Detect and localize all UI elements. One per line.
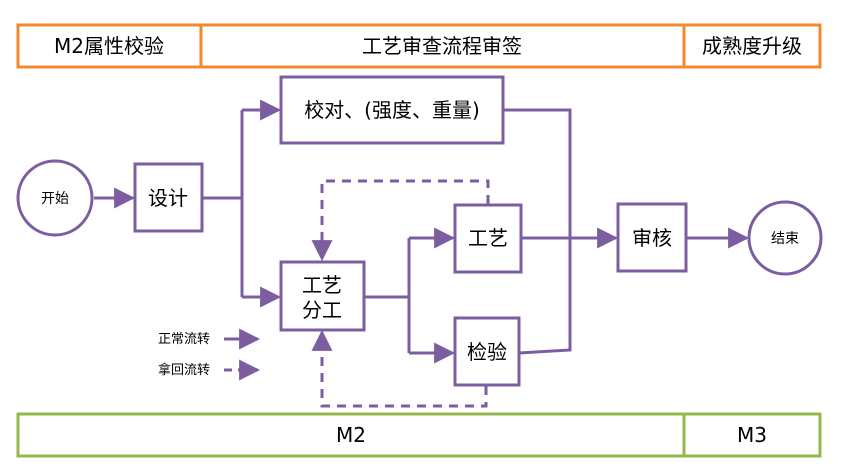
line-inspect-to-merge: [518, 238, 572, 355]
craft-label: 工艺: [468, 226, 508, 250]
stage-maturity-upgrade: [682, 23, 822, 69]
legend-return-label: 拿回流转: [158, 362, 210, 378]
stage-craft-review-sign: [199, 23, 686, 69]
design-label: 设计: [148, 186, 188, 210]
stage-m2-attribute-check-label: M2属性校验: [54, 34, 164, 58]
review-label: 审核: [632, 226, 672, 250]
top-stage-bar: M2属性校验 工艺审查流程审签 成熟度升级: [16, 23, 822, 69]
inspect-node: 检验: [453, 316, 521, 387]
craft-box: [453, 203, 523, 274]
review-box: [616, 202, 688, 273]
start-circle: [16, 159, 94, 237]
design-box: [133, 162, 204, 233]
craft-assign-node: 工艺 分工: [279, 260, 366, 332]
stage-m2-label: M2: [336, 423, 366, 447]
legend-normal-label: 正常流转: [158, 332, 210, 347]
stage-craft-review-sign-label: 工艺审查流程审签: [362, 34, 522, 58]
end-label: 结束: [771, 231, 799, 247]
start-node: 开始: [16, 159, 94, 237]
review-node: 审核: [616, 202, 688, 273]
connectors: [94, 99, 750, 408]
stage-m3-label: M3: [737, 423, 767, 447]
craft-assign-label-line1: 工艺: [302, 273, 342, 297]
check-label: 校对、(强度、重量): [304, 98, 480, 122]
legend: 正常流转 拿回流转: [158, 328, 261, 381]
start-label: 开始: [41, 191, 69, 207]
stage-m3: [682, 412, 822, 458]
craft-node: 工艺: [453, 203, 523, 274]
nodes: 开始 设计 校对、(强度、重量) 工艺 分工 工艺 检验 审核: [16, 75, 823, 387]
end-node: 结束: [747, 200, 823, 276]
inspect-label: 检验: [467, 340, 507, 364]
return-from-craft: [311, 179, 490, 262]
design-node: 设计: [133, 162, 204, 233]
return-from-inspect: [311, 329, 488, 408]
end-circle: [747, 200, 823, 276]
check-node: 校对、(强度、重量): [279, 75, 505, 145]
craft-assign-label-line2: 分工: [302, 298, 342, 322]
check-box: [279, 75, 505, 145]
stage-maturity-upgrade-label: 成熟度升级: [702, 34, 802, 58]
bottom-stage-bar: M2 M3: [16, 412, 822, 458]
inspect-box: [453, 316, 521, 387]
craft-assign-box: [279, 260, 366, 332]
stage-m2-attribute-check: [16, 23, 203, 69]
line-check-to-review: [503, 108, 572, 238]
